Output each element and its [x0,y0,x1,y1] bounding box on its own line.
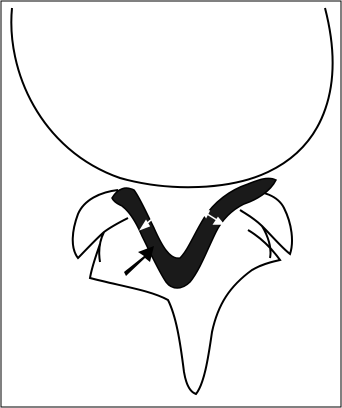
diagram-frame [0,0,342,408]
vertebra-diagram [0,0,342,408]
